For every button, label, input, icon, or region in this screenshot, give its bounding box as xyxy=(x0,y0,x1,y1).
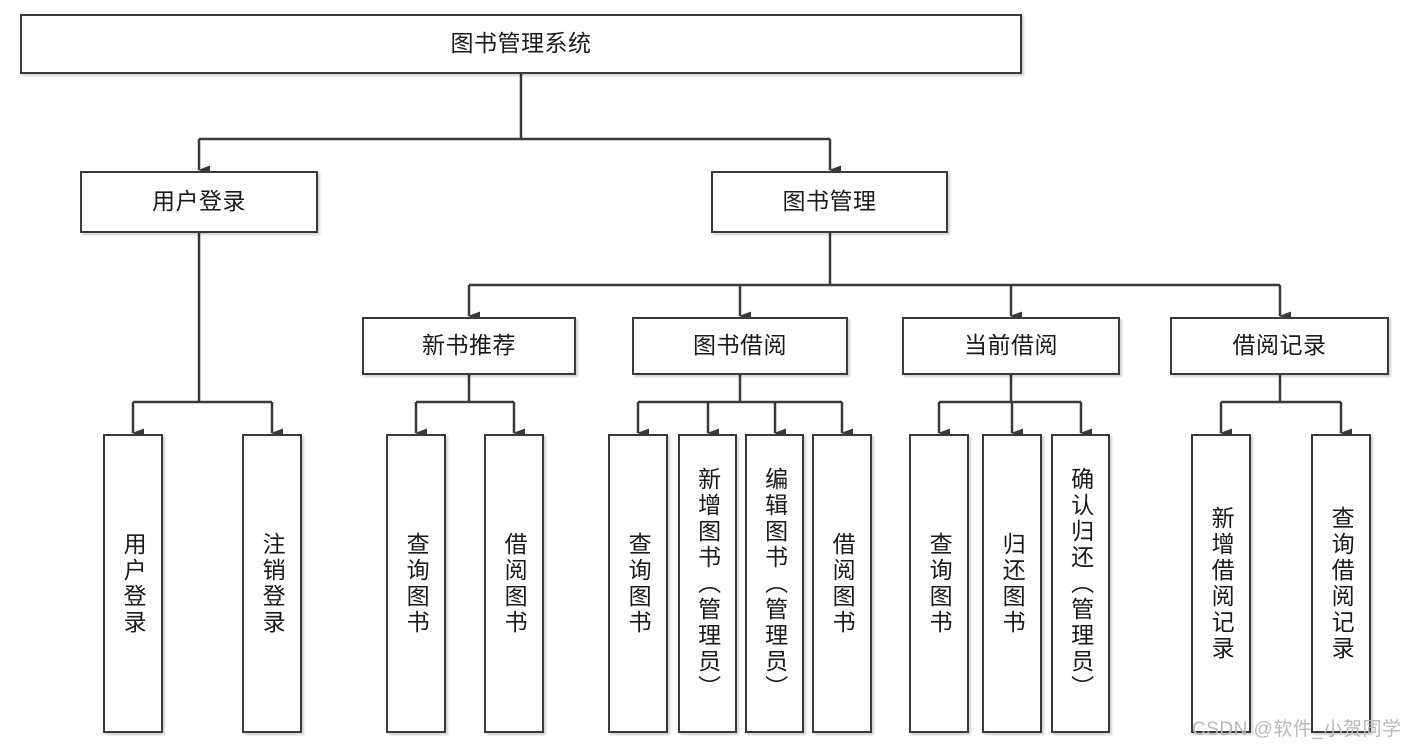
node-label: 新增图书（管理员） xyxy=(694,466,721,701)
node-leaf-confirm-return[interactable]: 确认归还（管理员） xyxy=(1051,434,1110,733)
node-leaf-borrow-book-1[interactable]: 借阅图书 xyxy=(484,434,544,733)
node-leaf-edit-book[interactable]: 编辑图书（管理员） xyxy=(745,434,804,733)
node-label: 用户登录 xyxy=(152,188,246,215)
node-label: 图书管理系统 xyxy=(450,30,592,57)
node-leaf-query-book-1[interactable]: 查询图书 xyxy=(386,434,446,733)
node-label: 查询图书 xyxy=(625,531,652,636)
node-label: 用户登录 xyxy=(120,531,147,636)
node-label: 新增借阅记录 xyxy=(1208,505,1235,662)
node-label: 归还图书 xyxy=(999,531,1026,636)
node-borrow-record[interactable]: 借阅记录 xyxy=(1170,317,1389,375)
node-leaf-query-book-2[interactable]: 查询图书 xyxy=(608,434,668,733)
node-leaf-user-login[interactable]: 用户登录 xyxy=(103,434,163,733)
node-user-login[interactable]: 用户登录 xyxy=(80,171,318,233)
node-book-manage[interactable]: 图书管理 xyxy=(711,171,948,233)
node-label: 当前借阅 xyxy=(964,332,1058,359)
node-label: 图书借阅 xyxy=(693,332,787,359)
node-leaf-query-record[interactable]: 查询借阅记录 xyxy=(1311,434,1371,733)
node-leaf-add-book[interactable]: 新增图书（管理员） xyxy=(678,434,737,733)
node-leaf-add-record[interactable]: 新增借阅记录 xyxy=(1191,434,1251,733)
node-label: 注销登录 xyxy=(259,531,286,636)
node-current-borrow[interactable]: 当前借阅 xyxy=(902,317,1120,375)
node-label: 借阅记录 xyxy=(1232,332,1327,359)
node-label: 图书管理 xyxy=(782,188,877,215)
node-book-borrow[interactable]: 图书借阅 xyxy=(632,317,848,375)
node-new-book-recommend[interactable]: 新书推荐 xyxy=(362,317,576,375)
node-leaf-return-book[interactable]: 归还图书 xyxy=(982,434,1042,733)
node-label: 查询图书 xyxy=(926,531,953,636)
node-label: 编辑图书（管理员） xyxy=(761,466,788,701)
node-leaf-query-book-3[interactable]: 查询图书 xyxy=(909,434,969,733)
node-label: 查询借阅记录 xyxy=(1328,505,1355,662)
node-leaf-borrow-book-2[interactable]: 借阅图书 xyxy=(812,434,872,733)
node-label: 查询图书 xyxy=(403,531,430,636)
edges xyxy=(131,74,1352,438)
node-label: 借阅图书 xyxy=(501,531,528,636)
node-root[interactable]: 图书管理系统 xyxy=(20,14,1022,74)
node-label: 确认归还（管理员） xyxy=(1067,466,1094,701)
node-label: 新书推荐 xyxy=(422,332,516,359)
node-leaf-user-logout[interactable]: 注销登录 xyxy=(242,434,302,733)
node-label: 借阅图书 xyxy=(829,531,856,636)
